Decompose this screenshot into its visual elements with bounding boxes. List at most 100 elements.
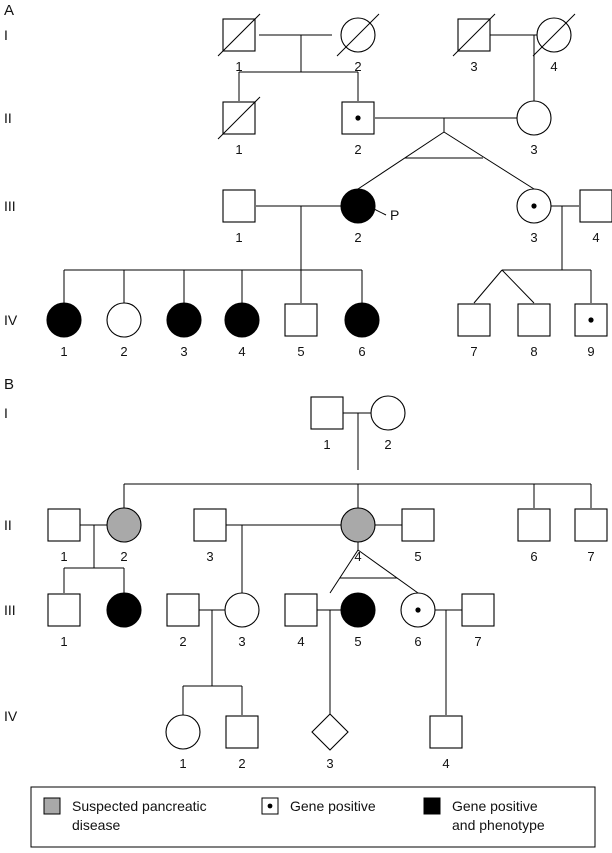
- male-square-symbol: [579, 189, 612, 223]
- individual-b-iii-3: [224, 592, 260, 628]
- individual-a-i-2: [336, 13, 380, 57]
- individual-number-label: 2: [384, 437, 391, 452]
- individual-number-label: 1: [235, 142, 242, 157]
- gene-positive-dot: [588, 317, 594, 323]
- individual-b-iii-2: [166, 593, 200, 627]
- individual-a-iv-8: [517, 303, 551, 337]
- female-circle-symbol: [340, 507, 376, 543]
- individual-number-label: 1: [60, 549, 67, 564]
- deceased-slash: [217, 96, 261, 140]
- panel-a-label: A: [4, 2, 14, 19]
- individual-b-iv-1: [165, 714, 201, 750]
- male-square-symbol: [517, 508, 551, 542]
- individual-number-label: 7: [470, 344, 477, 359]
- individual-number-label: 1: [179, 756, 186, 771]
- panel-a-gen-1: I: [4, 27, 8, 43]
- individual-b-iii-7: [461, 593, 495, 627]
- individual-number-label: 3: [180, 344, 187, 359]
- legend: Suspected pancreatic disease Gene positi…: [30, 786, 596, 848]
- legend-affected-line1: Gene positive: [452, 798, 538, 814]
- individual-number-label: 4: [238, 344, 245, 359]
- male-square-symbol: [284, 593, 318, 627]
- legend-affected-line2: and phenotype: [452, 817, 545, 833]
- legend-suspected-swatch: [43, 797, 61, 815]
- individual-number-label: 1: [60, 634, 67, 649]
- legend-gene-positive: Gene positive: [290, 798, 376, 814]
- individual-a-iv-2: [106, 302, 142, 338]
- individual-number-label: 1: [60, 344, 67, 359]
- male-square-symbol: [457, 303, 491, 337]
- individual-b-iv-4: [429, 715, 463, 749]
- panel-b-gen-4: IV: [4, 708, 18, 724]
- female-circle-symbol: [46, 302, 82, 338]
- individual-a-ii-2: [341, 101, 375, 135]
- individual-b-iii-6: [400, 592, 436, 628]
- individual-a-ii-3: [516, 100, 552, 136]
- deceased-slash: [532, 13, 576, 57]
- female-circle-symbol: [516, 100, 552, 136]
- male-square-symbol: [310, 396, 344, 430]
- female-circle-symbol: [106, 592, 142, 628]
- individual-b-iii-1: [47, 593, 81, 627]
- individual-a-iv-5: [284, 303, 318, 337]
- male-square-symbol: [193, 508, 227, 542]
- female-circle-symbol: [340, 592, 376, 628]
- individual-number-label: 1: [235, 230, 242, 245]
- individual-b-ii-6: [517, 508, 551, 542]
- female-circle-symbol: [224, 302, 260, 338]
- individual-b-iii-5: [340, 592, 376, 628]
- pedigree-symbols: [46, 13, 612, 751]
- female-circle-symbol: [344, 302, 380, 338]
- individual-number-label: 3: [470, 59, 477, 74]
- individual-a-iv-9: [574, 303, 608, 337]
- individual-number-label: 4: [442, 756, 449, 771]
- female-circle-symbol: [370, 395, 406, 431]
- individual-number-label: 5: [414, 549, 421, 564]
- panel-b-gen-3: III: [4, 602, 16, 618]
- male-square-symbol: [222, 189, 256, 223]
- female-circle-symbol: [106, 507, 142, 543]
- individual-b-iv-3: [311, 713, 349, 751]
- individual-number-label: 3: [530, 230, 537, 245]
- individual-number-label: 2: [354, 142, 361, 157]
- male-square-symbol: [461, 593, 495, 627]
- individual-a-i-4: [532, 13, 576, 57]
- individual-a-iii-2: [340, 188, 376, 224]
- proband-label: P: [390, 207, 399, 223]
- unknown-sex-diamond-symbol: [311, 713, 349, 751]
- individual-b-ii-2: [106, 507, 142, 543]
- individual-b-ii-7: [574, 508, 608, 542]
- individual-number-label: 4: [297, 634, 304, 649]
- individual-number-label: 2: [120, 344, 127, 359]
- individual-b-i-2: [370, 395, 406, 431]
- gene-positive-dot: [531, 203, 537, 209]
- individual-a-iii-1: [222, 189, 256, 223]
- panel-a-gen-3: III: [4, 198, 16, 214]
- individual-a-i-1: [217, 13, 261, 57]
- individual-number-label: 7: [474, 634, 481, 649]
- male-square-symbol: [429, 715, 463, 749]
- individual-number-label: 3: [238, 634, 245, 649]
- individual-number-label: 2: [179, 634, 186, 649]
- panel-b-gen-2: II: [4, 517, 12, 533]
- female-circle-symbol: [166, 302, 202, 338]
- legend-box: [30, 786, 596, 848]
- female-circle-symbol: [165, 714, 201, 750]
- individual-a-iv-7: [457, 303, 491, 337]
- individual-number-label: 3: [530, 142, 537, 157]
- individual-number-label: 5: [354, 634, 361, 649]
- female-circle-symbol: [224, 592, 260, 628]
- individual-number-label: 8: [530, 344, 537, 359]
- male-square-symbol: [517, 303, 551, 337]
- individual-number-label: 6: [530, 549, 537, 564]
- individual-number-label: 3: [206, 549, 213, 564]
- individual-b-iv-2: [225, 715, 259, 749]
- deceased-slash: [452, 13, 496, 57]
- female-circle-symbol: [106, 302, 142, 338]
- legend-suspected-line2: disease: [72, 817, 120, 833]
- individual-number-label: 1: [235, 59, 242, 74]
- individual-b-iii-4: [284, 593, 318, 627]
- individual-a-iv-6: [344, 302, 380, 338]
- individual-a-iv-3: [166, 302, 202, 338]
